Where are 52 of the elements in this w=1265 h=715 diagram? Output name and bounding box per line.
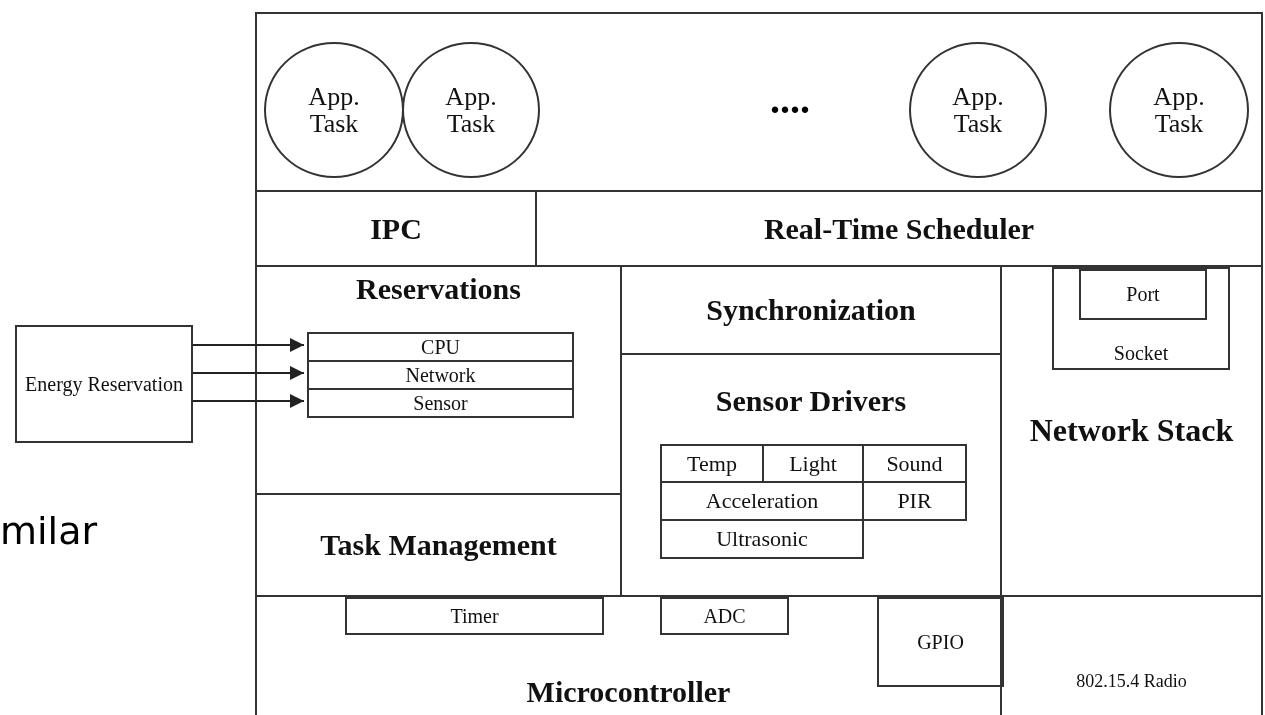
module-box <box>307 388 574 418</box>
module-title: Network Stack <box>1029 414 1234 448</box>
module-label: Ultrasonic <box>716 527 808 551</box>
task-ellipse <box>909 42 1047 178</box>
module-label: ADC <box>703 605 746 627</box>
module-label: CPU <box>421 336 460 358</box>
module-label: App. Task <box>444 82 498 138</box>
module-box <box>1079 269 1207 320</box>
arrow <box>192 366 305 380</box>
module-box <box>15 325 193 443</box>
dots-text: .... <box>770 80 810 120</box>
task-ellipse <box>1109 42 1249 178</box>
fragment-text: milar <box>0 512 98 550</box>
module-label: Timer <box>450 605 499 627</box>
module-box <box>862 444 967 483</box>
module-label: App. Task <box>307 82 361 138</box>
module-title: Synchronization <box>706 294 916 326</box>
module-label: Sound <box>886 451 943 476</box>
module-title: IPC <box>370 212 422 245</box>
module-title: Sensor Drivers <box>715 385 907 417</box>
module-label: Socket <box>1113 343 1169 364</box>
module-box <box>877 597 1004 687</box>
task-ellipse <box>402 42 540 178</box>
panel-box <box>255 12 1263 192</box>
module-title: Task Management <box>320 529 557 561</box>
module-box <box>660 519 864 559</box>
module-label: Energy Reservation <box>25 373 183 395</box>
module-label: Port <box>1126 284 1160 305</box>
module-box <box>307 332 574 362</box>
module-label: App. Task <box>951 82 1005 138</box>
module-label: 802.15.4 Radio <box>1076 672 1187 691</box>
module-box <box>862 481 967 521</box>
module-label: PIR <box>897 489 932 513</box>
module-title: Real-Time Scheduler <box>763 212 1035 245</box>
module-box <box>307 360 574 390</box>
arrow <box>192 338 305 352</box>
module-title: Reservations <box>356 273 521 305</box>
module-label: Temp <box>687 451 737 476</box>
module-label: GPIO <box>917 631 964 653</box>
module-title: Microcontroller <box>526 675 731 707</box>
task-ellipse <box>264 42 404 178</box>
module-box <box>1052 267 1230 370</box>
module-box <box>345 597 604 635</box>
module-box <box>660 597 789 635</box>
module-label: Acceleration <box>705 489 819 513</box>
module-box <box>255 595 1002 715</box>
module-box <box>660 444 764 483</box>
module-label: Sensor <box>413 392 468 414</box>
module-label: App. Task <box>1152 82 1206 138</box>
arrow <box>192 394 305 408</box>
module-label: Light <box>789 451 837 476</box>
module-label: Network <box>405 364 476 386</box>
